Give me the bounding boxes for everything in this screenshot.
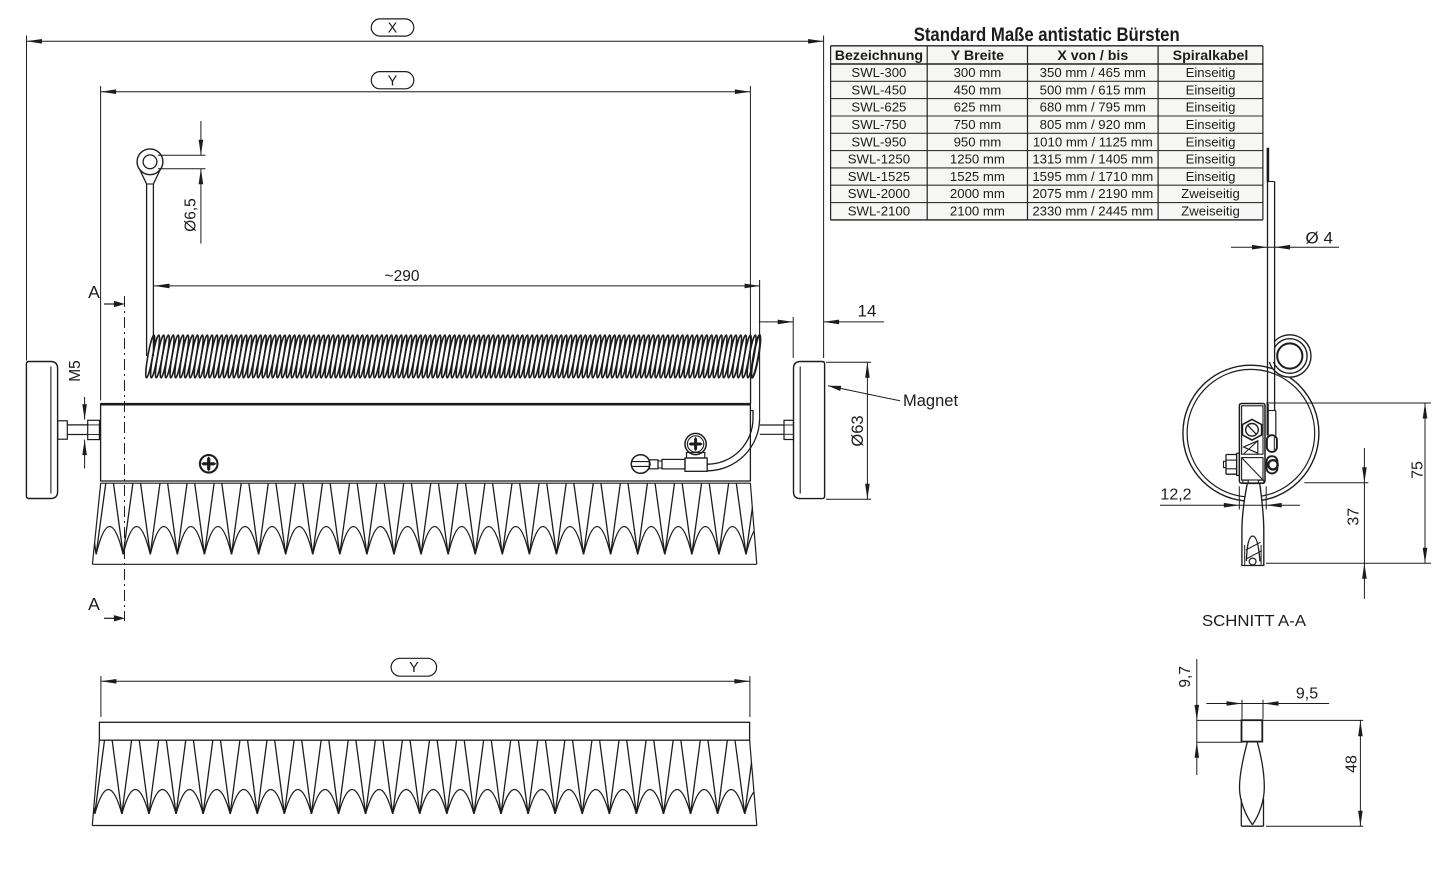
svg-text:SWL-450: SWL-450 <box>851 82 906 97</box>
svg-text:X: X <box>388 21 398 37</box>
svg-text:48: 48 <box>1343 755 1360 773</box>
svg-text:Zweiseitig: Zweiseitig <box>1181 186 1240 201</box>
svg-text:Bezeichnung: Bezeichnung <box>835 48 923 64</box>
svg-text:1250 mm: 1250 mm <box>950 152 1005 167</box>
svg-text:Magnet: Magnet <box>903 392 958 410</box>
svg-text:680 mm / 795 mm: 680 mm / 795 mm <box>1040 100 1146 115</box>
svg-text:Einseitig: Einseitig <box>1186 82 1236 97</box>
svg-text:14: 14 <box>858 302 877 321</box>
svg-text:A: A <box>88 594 100 614</box>
svg-text:12,2: 12,2 <box>1160 487 1191 504</box>
svg-text:SWL-1525: SWL-1525 <box>848 169 910 184</box>
svg-text:SWL-625: SWL-625 <box>851 100 906 115</box>
svg-text:SWL-1250: SWL-1250 <box>848 152 910 167</box>
svg-text:625 mm: 625 mm <box>954 100 1002 115</box>
svg-text:350 mm / 465 mm: 350 mm / 465 mm <box>1040 65 1146 80</box>
svg-text:9,7: 9,7 <box>1177 666 1194 688</box>
svg-text:2330 mm / 2445 mm: 2330 mm / 2445 mm <box>1032 204 1153 219</box>
svg-text:Einseitig: Einseitig <box>1186 134 1236 149</box>
svg-text:Spiralkabel: Spiralkabel <box>1173 48 1249 64</box>
svg-text:500 mm / 615 mm: 500 mm / 615 mm <box>1040 82 1146 97</box>
svg-text:Einseitig: Einseitig <box>1186 65 1236 80</box>
svg-text:Zweiseitig: Zweiseitig <box>1181 204 1240 219</box>
svg-text:SWL-750: SWL-750 <box>851 117 906 132</box>
svg-text:805 mm / 920 mm: 805 mm / 920 mm <box>1040 117 1146 132</box>
svg-text:1010 mm / 1125 mm: 1010 mm / 1125 mm <box>1033 134 1153 149</box>
svg-text:75: 75 <box>1409 461 1426 479</box>
svg-text:SCHNITT A-A: SCHNITT A-A <box>1202 613 1306 630</box>
svg-text:Einseitig: Einseitig <box>1186 100 1236 115</box>
svg-text:2100 mm: 2100 mm <box>950 204 1005 219</box>
svg-text:Ø63: Ø63 <box>849 415 867 446</box>
svg-text:1525 mm: 1525 mm <box>950 169 1005 184</box>
svg-text:Einseitig: Einseitig <box>1186 117 1236 132</box>
svg-text:~290: ~290 <box>385 268 420 285</box>
svg-text:Y: Y <box>388 73 398 89</box>
svg-text:1315 mm / 1405 mm: 1315 mm / 1405 mm <box>1032 152 1153 167</box>
svg-text:Einseitig: Einseitig <box>1186 152 1236 167</box>
svg-text:Y Breite: Y Breite <box>951 48 1004 64</box>
svg-text:Einseitig: Einseitig <box>1186 169 1236 184</box>
svg-text:SWL-2000: SWL-2000 <box>848 186 910 201</box>
svg-text:Ø6,5: Ø6,5 <box>183 198 200 232</box>
svg-text:2075 mm / 2190 mm: 2075 mm / 2190 mm <box>1032 186 1153 201</box>
svg-text:M5: M5 <box>67 360 84 382</box>
svg-text:A: A <box>88 282 100 302</box>
svg-text:950 mm: 950 mm <box>954 134 1002 149</box>
svg-text:SWL-950: SWL-950 <box>851 134 906 149</box>
svg-text:37: 37 <box>1345 508 1362 526</box>
svg-text:300 mm: 300 mm <box>954 65 1002 80</box>
svg-text:2000 mm: 2000 mm <box>950 186 1005 201</box>
svg-text:Ø 4: Ø 4 <box>1306 228 1333 247</box>
svg-text:Y: Y <box>409 660 419 676</box>
svg-text:Standard Maße antistatic Bürst: Standard Maße antistatic Bürsten <box>914 24 1180 46</box>
svg-text:X von / bis: X von / bis <box>1057 48 1128 64</box>
svg-text:1595 mm / 1710 mm: 1595 mm / 1710 mm <box>1032 169 1153 184</box>
svg-text:750 mm: 750 mm <box>954 117 1002 132</box>
svg-text:450 mm: 450 mm <box>954 82 1002 97</box>
svg-text:9,5: 9,5 <box>1296 686 1318 703</box>
svg-text:SWL-300: SWL-300 <box>851 65 906 80</box>
svg-text:SWL-2100: SWL-2100 <box>848 204 910 219</box>
